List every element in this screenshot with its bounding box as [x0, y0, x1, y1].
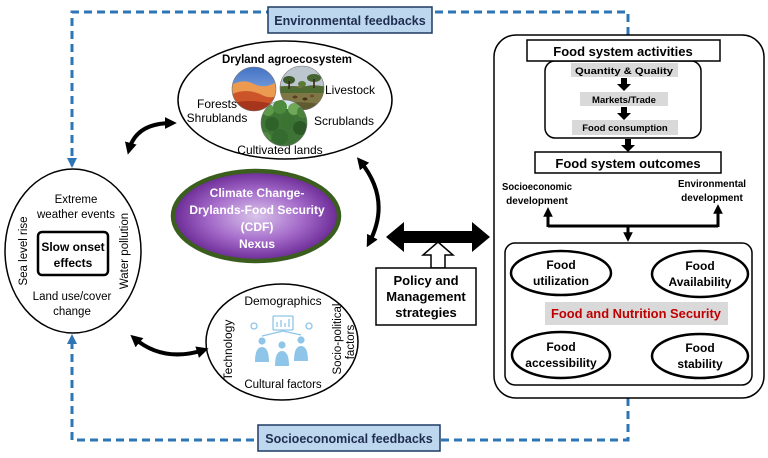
- food-nutrition-security-box: Food utilization Food Availability Food …: [504, 242, 753, 386]
- food-nutrition-security-label: Food and Nutrition Security: [545, 302, 728, 325]
- food-accessibility-ellipse: Food accessibility: [510, 330, 612, 380]
- socioeconomical-feedbacks-text: Socioeconomical feedbacks: [265, 432, 432, 446]
- environmental-development-line1: Environmental: [678, 179, 746, 190]
- food-system-activities-box: Food system activities: [526, 39, 721, 62]
- food-accessibility-line2: accessibility: [525, 356, 597, 370]
- forests-label: Forests: [197, 97, 237, 111]
- water-pollution-text: Water pollution: [119, 213, 131, 289]
- nexus-line1: Climate Change-: [210, 186, 305, 200]
- food-system-activities-title: Food system activities: [553, 44, 692, 59]
- people-network-icon: [250, 315, 313, 366]
- activity-food-consumption: Food consumption: [572, 120, 678, 135]
- agroecosystem-nexus-arrow: [356, 157, 381, 248]
- food-availability-line2: Availability: [669, 275, 732, 289]
- agroecosystem-title: Dryland agroecosystem: [222, 52, 352, 66]
- food-system-panel: Food system activities Quantity & Qualit…: [493, 34, 765, 399]
- socioeconomic-development-line2: development: [506, 196, 568, 207]
- environmental-development-line2: development: [681, 193, 743, 204]
- policy-up-arrow: [420, 241, 456, 269]
- environmental-feedbacks-text: Environmental feedbacks: [274, 14, 425, 28]
- socioeconomic-development-line1: Socioeconomic: [502, 182, 572, 193]
- socio-political-label: Socio-political: [332, 304, 344, 375]
- food-availability-ellipse: Food Availability: [650, 249, 750, 299]
- food-system-outcomes-box: Food system outcomes: [534, 151, 722, 174]
- activity-arrow-1: [617, 78, 631, 91]
- drivers-socio-factors-arrow: [130, 334, 209, 358]
- food-availability-line1: Food: [685, 259, 714, 273]
- sea-level-rise-text: Sea level rise: [18, 216, 30, 285]
- activity-quantity-quality: Quantity & Quality: [571, 63, 678, 77]
- socioeconomical-feedbacks-label: Socioeconomical feedbacks: [257, 424, 441, 452]
- nexus-line3: (CDF): [241, 220, 274, 234]
- extreme-weather-line2: weather events: [36, 209, 115, 221]
- desert-landscape-photo: [231, 66, 277, 112]
- slow-onset-line2: effects: [54, 256, 93, 270]
- policy-line2: Management: [386, 289, 466, 304]
- cdf-nexus-ellipse: Climate Change- Drylands-Food Security (…: [170, 168, 342, 264]
- activities-outcomes-arrow: [621, 139, 635, 152]
- food-accessibility-line1: Food: [546, 340, 575, 354]
- scrublands-label: Scrublands: [314, 114, 374, 128]
- food-consumption-text: Food consumption: [582, 123, 668, 134]
- activity-arrow-2: [617, 107, 631, 120]
- dryland-agroecosystem-ellipse: Dryland agroecosystem: [177, 40, 393, 160]
- socio-factors-ellipse: Demographics Technology Socio-political …: [205, 283, 359, 401]
- nexus-food-system-double-arrow: [386, 222, 490, 252]
- shrublands-label: Shrublands: [187, 111, 248, 125]
- nexus-line2: Drylands-Food Security: [189, 203, 325, 217]
- extreme-weather-line1: Extreme: [55, 194, 98, 206]
- food-stability-line1: Food: [685, 341, 714, 355]
- factors-label: factors: [345, 324, 357, 359]
- food-system-outcomes-title: Food system outcomes: [555, 156, 700, 171]
- livestock-label: Livestock: [325, 83, 376, 97]
- environmental-feedbacks-label: Environmental feedbacks: [267, 6, 433, 34]
- policy-box: Policy and Management strategies: [375, 267, 477, 326]
- slow-onset-line1: Slow onset: [41, 240, 104, 254]
- slow-onset-effects-box: Slow onset effects: [36, 230, 110, 277]
- technology-label: Technology: [221, 320, 235, 381]
- demographics-label: Demographics: [244, 294, 321, 308]
- food-utilization-line1: Food: [546, 258, 575, 272]
- land-use-line1: Land use/cover: [33, 291, 112, 303]
- activity-markets-trade: Markets/Trade: [580, 92, 668, 106]
- food-utilization-line2: utilization: [533, 274, 589, 288]
- cultural-factors-label: Cultural factors: [244, 379, 322, 391]
- policy-line1: Policy and: [393, 273, 458, 288]
- food-stability-line2: stability: [677, 357, 723, 371]
- cultivated-lands-label: Cultivated lands: [237, 143, 322, 157]
- markets-trade-text: Markets/Trade: [592, 95, 656, 106]
- forest-photo: [260, 99, 308, 147]
- climate-drivers-ellipse: Extreme weather events Slow onset effect…: [4, 168, 142, 334]
- food-utilization-ellipse: Food utilization: [509, 249, 613, 297]
- drivers-agroecosystem-arrow: [125, 117, 177, 155]
- land-use-line2: change: [53, 306, 91, 318]
- quantity-quality-text: Quantity & Quality: [575, 66, 674, 77]
- nexus-line4: Nexus: [239, 237, 275, 251]
- food-nutrition-security-title: Food and Nutrition Security: [551, 307, 721, 321]
- food-stability-ellipse: Food stability: [650, 332, 750, 380]
- policy-line3: strategies: [395, 305, 456, 320]
